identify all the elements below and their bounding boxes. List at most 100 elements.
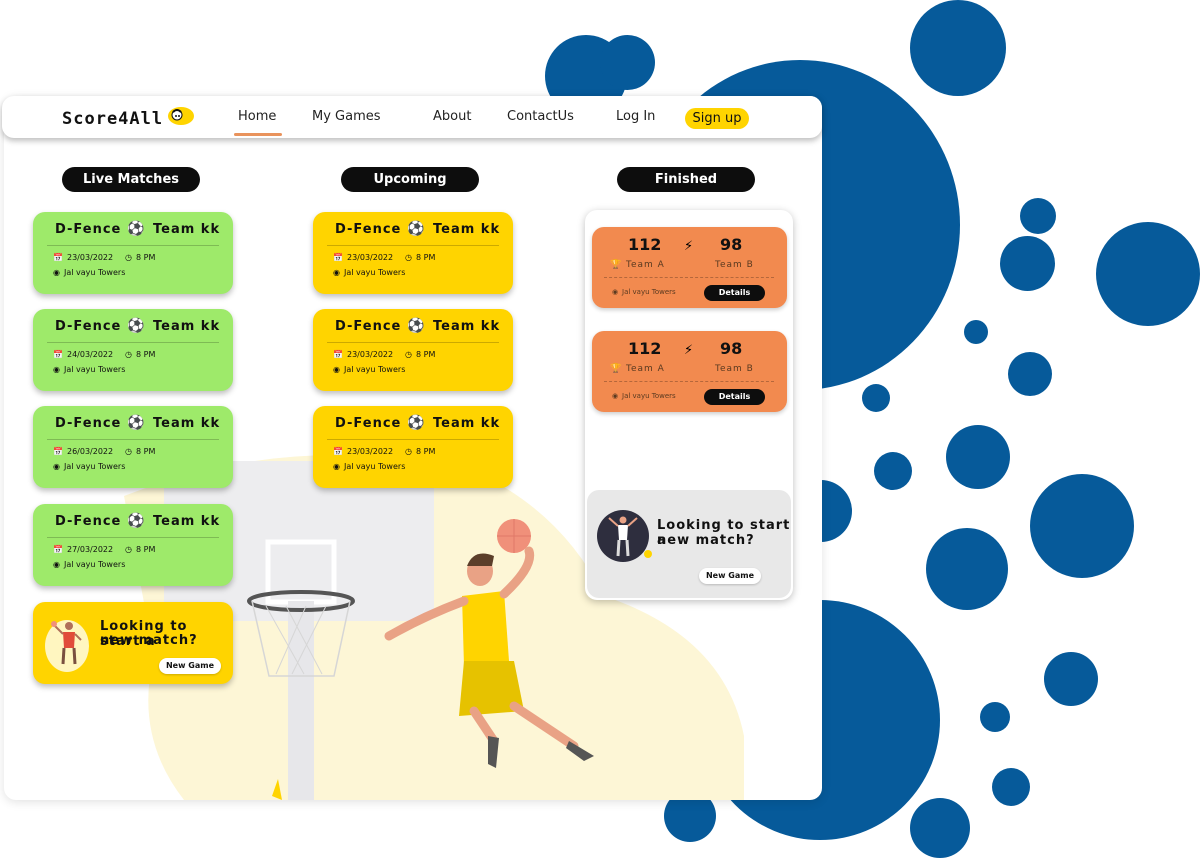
team-a-name: Team A [626, 260, 665, 270]
divider [327, 439, 499, 440]
nav-about[interactable]: About [433, 109, 472, 124]
decor-circle [992, 768, 1030, 806]
team-1-name: D-Fence [55, 416, 122, 431]
location-pin-icon: ◉ [53, 560, 60, 569]
decor-circle [1096, 222, 1200, 326]
calendar-icon: 📅 [53, 253, 63, 262]
match-venue: Jal vayu Towers [64, 462, 126, 471]
clock-icon: ◷ [125, 545, 132, 554]
match-card[interactable]: D-Fence ⚽ Team kk 📅 27/03/2022 ◷ 8 PM ◉ … [33, 504, 233, 586]
clock-icon: ◷ [405, 350, 412, 359]
versus-icon: ⚽ [407, 221, 426, 237]
divider [47, 245, 219, 246]
location-pin-icon: ◉ [53, 462, 60, 471]
versus-icon: ⚽ [127, 415, 146, 431]
clock-icon: ◷ [405, 447, 412, 456]
new-match-promo-card: Looking to start a new match? New Game [33, 602, 233, 684]
location-pin-icon: ◉ [612, 288, 619, 296]
decor-circle [1000, 236, 1055, 291]
decor-circle [946, 425, 1010, 489]
location-pin-icon: ◉ [333, 365, 340, 374]
decor-circle [1020, 198, 1056, 234]
top-navbar: Score4All Home My Games About ContactUs … [2, 96, 822, 138]
match-venue: Jal vayu Towers [622, 288, 676, 296]
match-venue: Jal vayu Towers [64, 268, 126, 277]
finished-panel: 112 ⚡ 98 🏆 Team A Team B ◉ Jal vayu Towe… [585, 210, 793, 600]
location-pin-icon: ◉ [53, 268, 60, 277]
trophy-icon: 🏆 [610, 260, 623, 270]
match-card[interactable]: D-Fence ⚽ Team kk 📅 23/03/2022 ◷ 8 PM ◉ … [313, 406, 513, 488]
divider [327, 245, 499, 246]
team-b-name: Team B [715, 260, 754, 270]
decor-circle [1044, 652, 1098, 706]
team-1-name: D-Fence [335, 222, 402, 237]
location-pin-icon: ◉ [612, 392, 619, 400]
team-b-name: Team B [715, 364, 754, 374]
match-time: 8 PM [136, 447, 156, 456]
match-venue: Jal vayu Towers [344, 365, 406, 374]
match-date: 27/03/2022 [67, 545, 114, 554]
team-1-name: D-Fence [335, 319, 402, 334]
versus-icon: ⚽ [127, 513, 146, 529]
details-button[interactable]: Details [704, 285, 765, 301]
decor-circle [910, 798, 970, 858]
match-date: 23/03/2022 [347, 447, 394, 456]
team-1-name: D-Fence [55, 222, 122, 237]
finished-match-card[interactable]: 112 ⚡ 98 🏆 Team A Team B ◉ Jal vayu Towe… [592, 331, 787, 412]
match-venue: Jal vayu Towers [344, 268, 406, 277]
brand-logo-icon [168, 107, 194, 125]
match-time: 8 PM [416, 253, 436, 262]
promo-line-2: new match? [100, 633, 198, 648]
team-b-score: 98 [720, 339, 743, 358]
match-card[interactable]: D-Fence ⚽ Team kk 📅 23/03/2022 ◷ 8 PM ◉ … [313, 212, 513, 294]
match-card[interactable]: D-Fence ⚽ Team kk 📅 26/03/2022 ◷ 8 PM ◉ … [33, 406, 233, 488]
basketball-illustration [124, 455, 744, 800]
finished-match-card[interactable]: 112 ⚡ 98 🏆 Team A Team B ◉ Jal vayu Towe… [592, 227, 787, 308]
decor-circle [910, 0, 1006, 96]
match-date: 23/03/2022 [347, 253, 394, 262]
signup-button[interactable]: Sign up [685, 108, 749, 129]
match-time: 8 PM [416, 447, 436, 456]
nav-login[interactable]: Log In [616, 109, 656, 124]
match-venue: Jal vayu Towers [622, 392, 676, 400]
team-2-name: Team kk [153, 222, 221, 237]
calendar-icon: 📅 [333, 447, 343, 456]
details-button[interactable]: Details [704, 389, 765, 405]
team-2-name: Team kk [433, 319, 501, 334]
nav-home[interactable]: Home [238, 109, 277, 124]
versus-icon: ⚽ [127, 318, 146, 334]
match-card[interactable]: D-Fence ⚽ Team kk 📅 23/03/2022 ◷ 8 PM ◉ … [33, 212, 233, 294]
calendar-icon: 📅 [53, 447, 63, 456]
new-game-button[interactable]: New Game [159, 658, 221, 674]
new-game-button[interactable]: New Game [699, 568, 761, 584]
decor-circle [1008, 352, 1052, 396]
location-pin-icon: ◉ [333, 462, 340, 471]
match-venue: Jal vayu Towers [344, 462, 406, 471]
match-time: 8 PM [416, 350, 436, 359]
match-card[interactable]: D-Fence ⚽ Team kk 📅 23/03/2022 ◷ 8 PM ◉ … [313, 309, 513, 391]
match-date: 23/03/2022 [347, 350, 394, 359]
team-a-name: Team A [626, 364, 665, 374]
promo-line-1: Looking to start a [657, 518, 791, 548]
team-1-name: D-Fence [55, 514, 122, 529]
match-card[interactable]: D-Fence ⚽ Team kk 📅 24/03/2022 ◷ 8 PM ◉ … [33, 309, 233, 391]
match-date: 23/03/2022 [67, 253, 114, 262]
match-time: 8 PM [136, 545, 156, 554]
nav-contact[interactable]: ContactUs [507, 109, 574, 124]
promo-line-2: new match? [657, 533, 755, 548]
clock-icon: ◷ [125, 350, 132, 359]
player-illustration-icon [45, 620, 89, 672]
team-b-score: 98 [720, 235, 743, 254]
nav-my-games[interactable]: My Games [312, 109, 381, 124]
versus-icon: ⚽ [127, 221, 146, 237]
clock-icon: ◷ [125, 253, 132, 262]
clock-icon: ◷ [405, 253, 412, 262]
brand-name[interactable]: Score4All [62, 109, 164, 129]
team-a-score: 112 [628, 339, 662, 358]
decor-circle [980, 702, 1010, 732]
active-nav-indicator [234, 133, 282, 136]
match-venue: Jal vayu Towers [64, 365, 126, 374]
team-1-name: D-Fence [55, 319, 122, 334]
live-matches-title: Live Matches [62, 167, 200, 192]
team-2-name: Team kk [153, 514, 221, 529]
